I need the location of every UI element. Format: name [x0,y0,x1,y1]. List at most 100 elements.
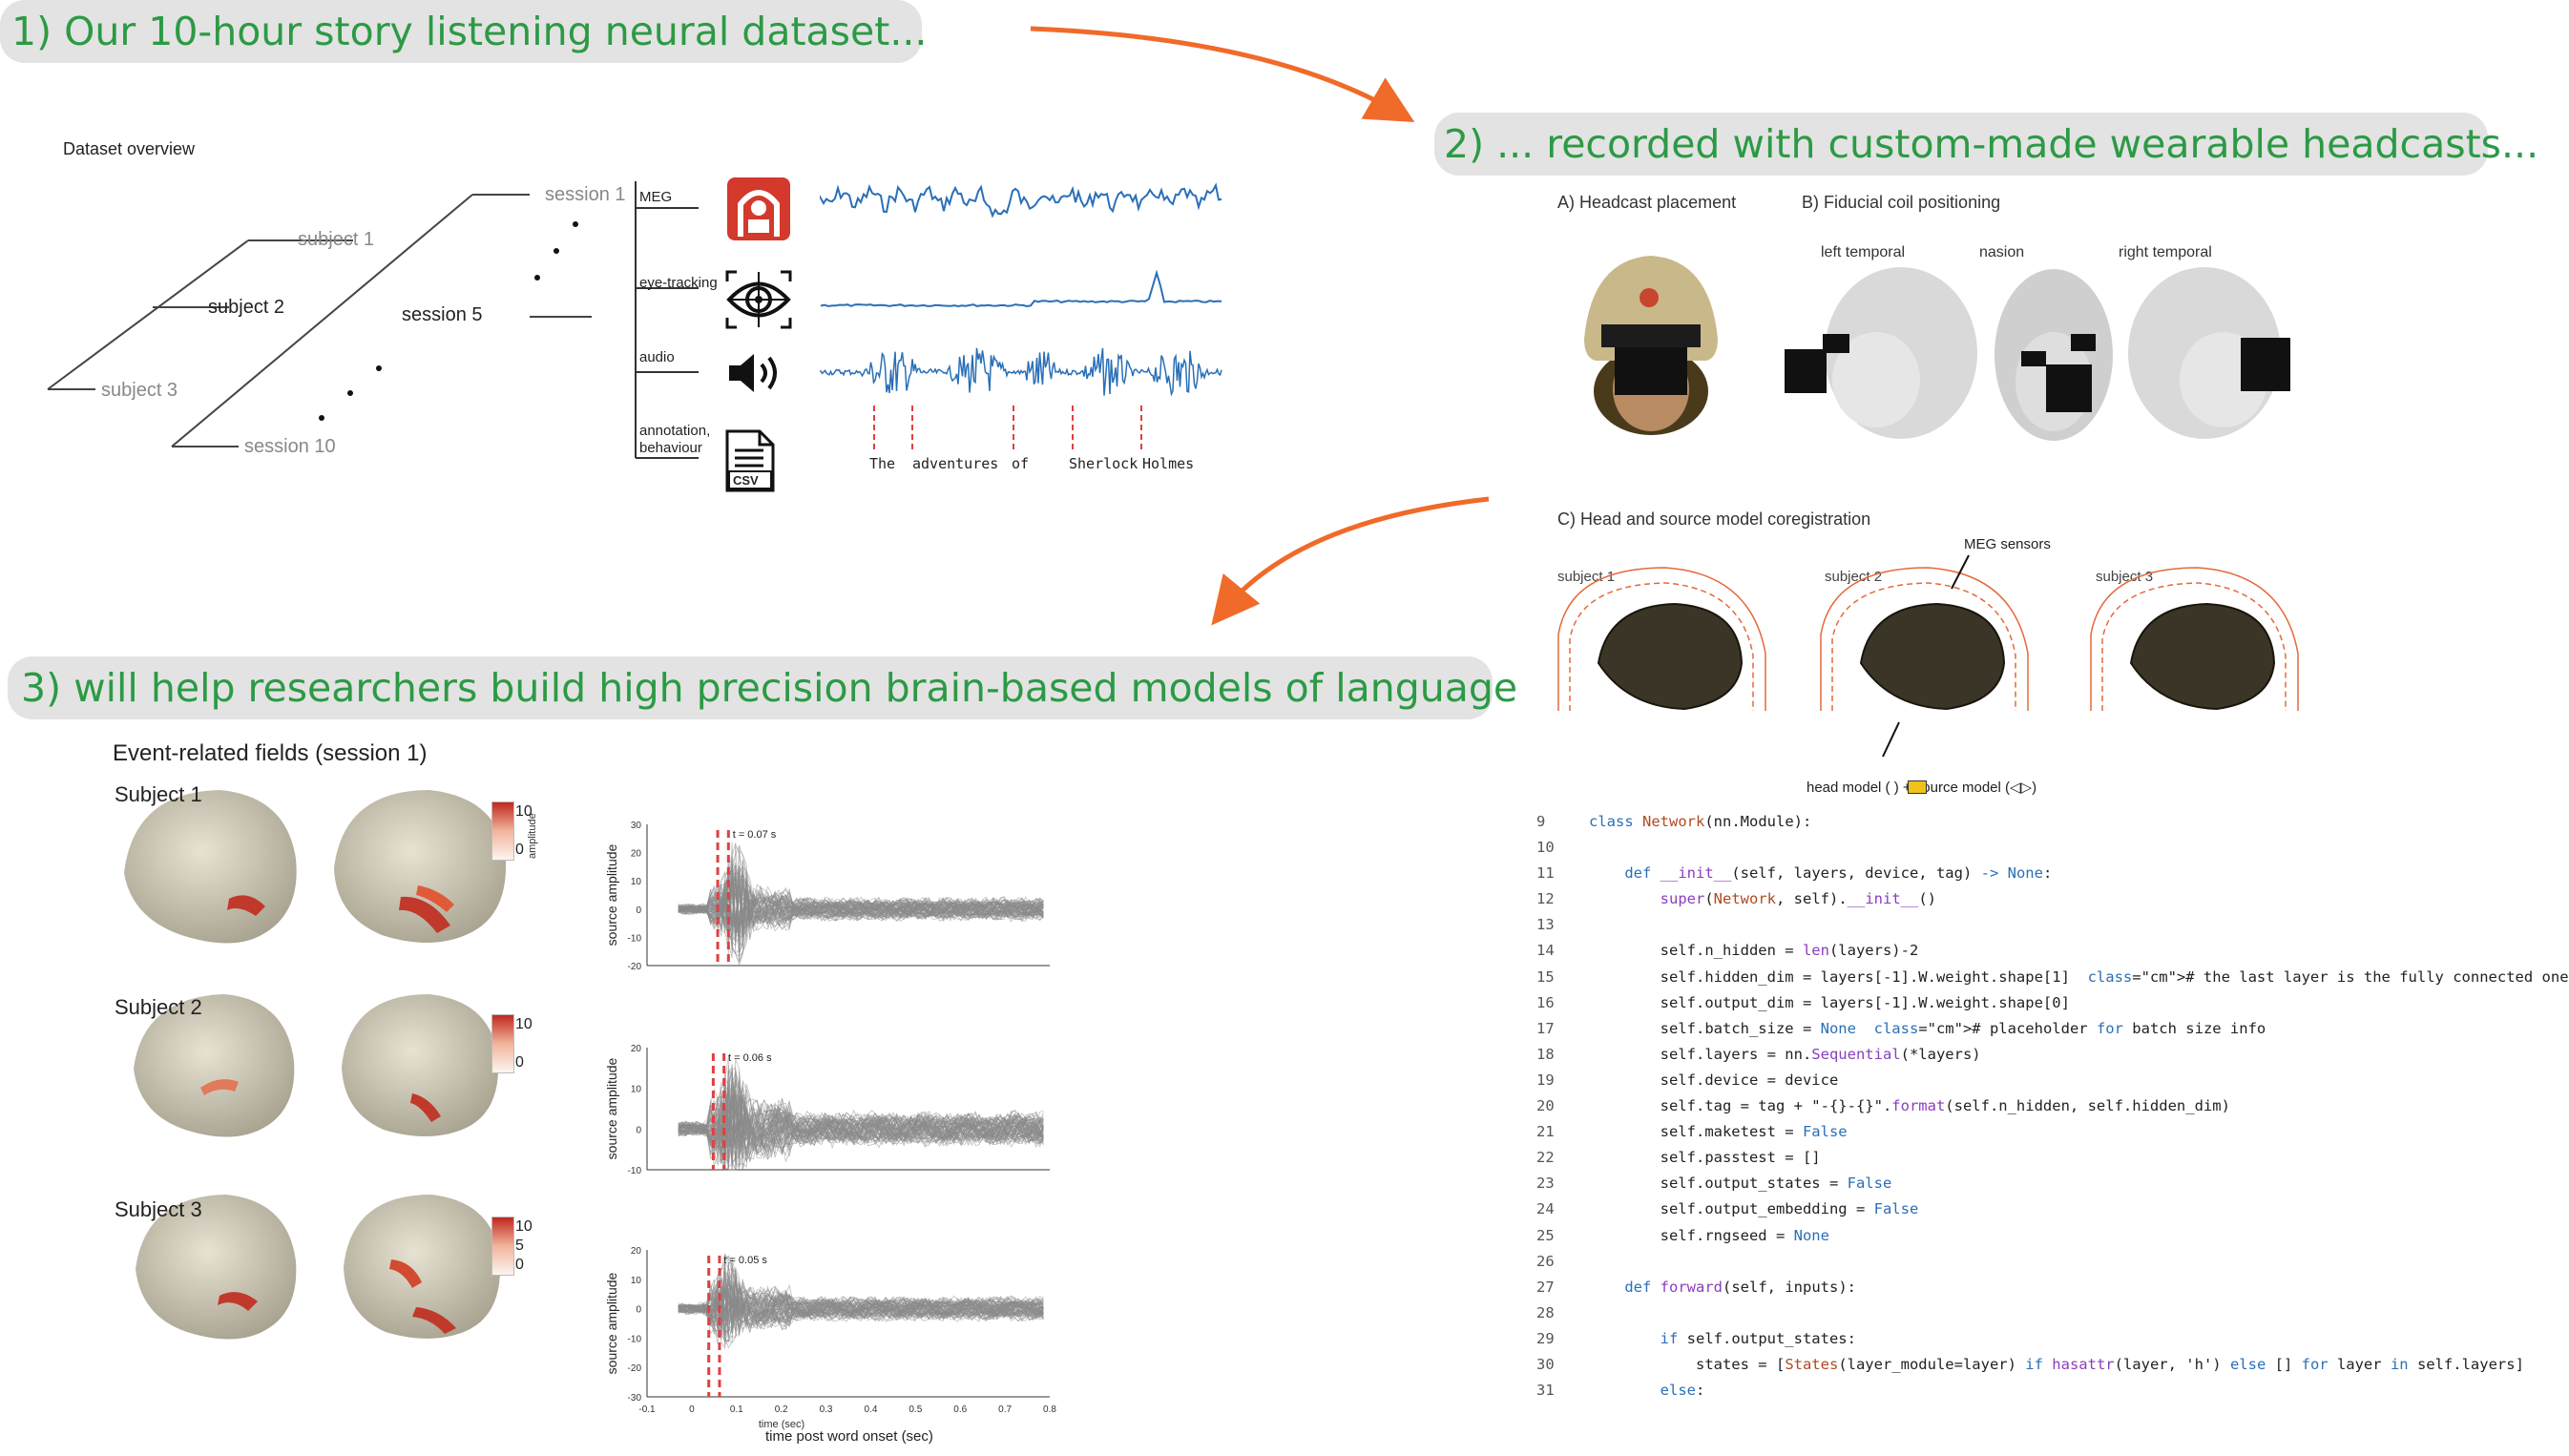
time-marker-label: t = 0.05 s [723,1255,767,1266]
word-holmes: Holmes [1142,455,1195,472]
y-axis-label: source amplitude [604,1057,619,1159]
colorbar-tick-label: 0 [515,1054,524,1071]
erf-trace [678,1270,1044,1338]
banner-step-1: 1) Our 10-hour story listening neural da… [0,0,927,63]
erf-trace [678,1066,1044,1162]
banner-step-2-text: 2) ... recorded with custom-made wearabl… [1444,121,2539,167]
code-line-text: self.maketest = False [1589,1123,1848,1141]
code-line-text: self.hidden_dim = layers[-1].W.weight.sh… [1589,967,2569,986]
y-tick-label: 0 [636,1125,641,1135]
banner-step-3: 3) will help researchers build high prec… [8,656,1517,719]
code-line-number: 30 [1536,1355,1555,1373]
x-axis-label: time (sec) [759,1419,804,1430]
csv-file-icon [725,429,775,492]
code-line-text: def forward(self, inputs): [1624,1278,1856,1296]
code-line-text: self.output_embedding = False [1589,1200,1919,1218]
colorbar-tick-label: 10 [515,803,533,820]
x-tick-label: 0.3 [820,1404,833,1415]
erf-bottom-label: time post word onset (sec) [765,1428,933,1445]
subject-session-tree [47,194,592,447]
speaker-icon [729,354,777,392]
meg-scanner-icon [727,177,790,240]
word-of: of [1012,455,1030,472]
brain-maps [124,790,507,1340]
code-line-number: 19 [1536,1071,1555,1089]
fiducial-coil-heads [1785,267,2290,441]
code-line-number: 13 [1536,916,1555,934]
meg-trace [820,182,1222,218]
erf-trace [678,889,1044,942]
code-line-text: states = [States(layer_module=layer) if … [1589,1355,2524,1373]
code-line: 26 [1536,1249,2481,1275]
code-line-text: class Network(nn.Module): [1589,813,1812,830]
colorbar-tick-label: 0 [515,1257,524,1273]
code-line-text: self.rngseed = None [1589,1226,1829,1244]
erf-trace [678,871,1044,935]
y-tick-label: -20 [628,962,642,972]
code-line-text: def __init__(self, layers, device, tag) … [1624,864,2053,883]
arrow-step1-to-step2 [1030,26,1415,122]
code-line: 30 states = [States(layer_module=layer) … [1536,1352,2524,1378]
panel-a-title: A) Headcast placement [1557,193,1737,212]
erf-trace [678,1291,1044,1334]
code-line: 27 def forward(self, inputs): [1536,1275,2481,1300]
code-line-text: super(Network, self).__init__() [1660,890,1936,908]
x-tick-label: 0.8 [1043,1404,1056,1415]
audio-waveform [820,347,1222,397]
colorbar [491,801,514,861]
x-tick-label: 0.6 [953,1404,967,1415]
erf-trace [678,1101,1044,1165]
x-tick-label: 0.4 [864,1404,877,1415]
code-line-number: 29 [1536,1329,1555,1347]
session-1-label: session 1 [545,184,626,205]
panel-b-title: B) Fiducial coil positioning [1802,193,2001,212]
view-nasion: nasion [1979,244,2025,260]
x-tick-label: 0.5 [909,1404,922,1415]
code-line: 10 [1536,835,2481,861]
code-line-number: 22 [1536,1149,1555,1167]
coreg-subject-3: subject 3 [2096,569,2154,585]
word-adventures: adventures [912,455,999,472]
erf-trace [678,865,1044,949]
x-tick-label: 0.2 [775,1404,788,1415]
erf-title: Event-related fields (session 1) [113,740,428,766]
eye-tracking-icon [725,270,792,329]
x-tick-label: -0.1 [638,1404,656,1415]
modality-meg: MEG [639,189,673,205]
code-line: 31 else: [1536,1378,2481,1404]
code-line-number: 15 [1536,967,1555,986]
banner-step-2: 2) ... recorded with custom-made wearabl… [1434,113,2538,176]
arrow-step2-to-step3 [1211,496,1490,626]
code-line-number: 28 [1536,1303,1555,1321]
code-line-text: self.output_states = False [1589,1175,1892,1193]
code-line-number: 24 [1536,1200,1555,1218]
x-tick-label: 0 [689,1404,695,1415]
erf-trace [678,1106,1044,1156]
meg-sensors-label: MEG sensors [1964,536,2051,552]
modality-signals [820,182,1222,450]
y-tick-label: 20 [631,1246,642,1257]
code-line-number: 16 [1536,993,1555,1011]
y-tick-label: 0 [636,1305,641,1316]
session-10-label: session 10 [244,436,336,457]
code-line-text: self.device = device [1589,1071,1839,1089]
code-line-text: self.layers = nn.Sequential(*layers) [1589,1045,1981,1063]
session-5-label: session 5 [402,304,483,325]
brain-row-2 [134,994,499,1137]
y-tick-label: 10 [631,877,642,887]
head-model-swatch [1908,780,1927,794]
erf-trace [678,1084,1044,1161]
colorbar-tick-label: 10 [515,1218,533,1235]
code-line: 13 [1536,912,2481,938]
code-line-number: 11 [1536,864,1555,883]
code-line-text: if self.output_states: [1660,1329,1856,1347]
code-line: 21 self.maketest = False [1536,1119,2481,1145]
colorbar [491,1217,514,1276]
y-tick-label: 10 [631,1276,642,1286]
erf-trace [678,1288,1044,1336]
colorbar-tick-label: 5 [515,1238,524,1254]
code-line-number: 12 [1536,890,1555,908]
code-line-text: self.batch_size = None class="cm"># plac… [1589,1019,2266,1037]
y-axis-label: source amplitude [604,843,619,946]
